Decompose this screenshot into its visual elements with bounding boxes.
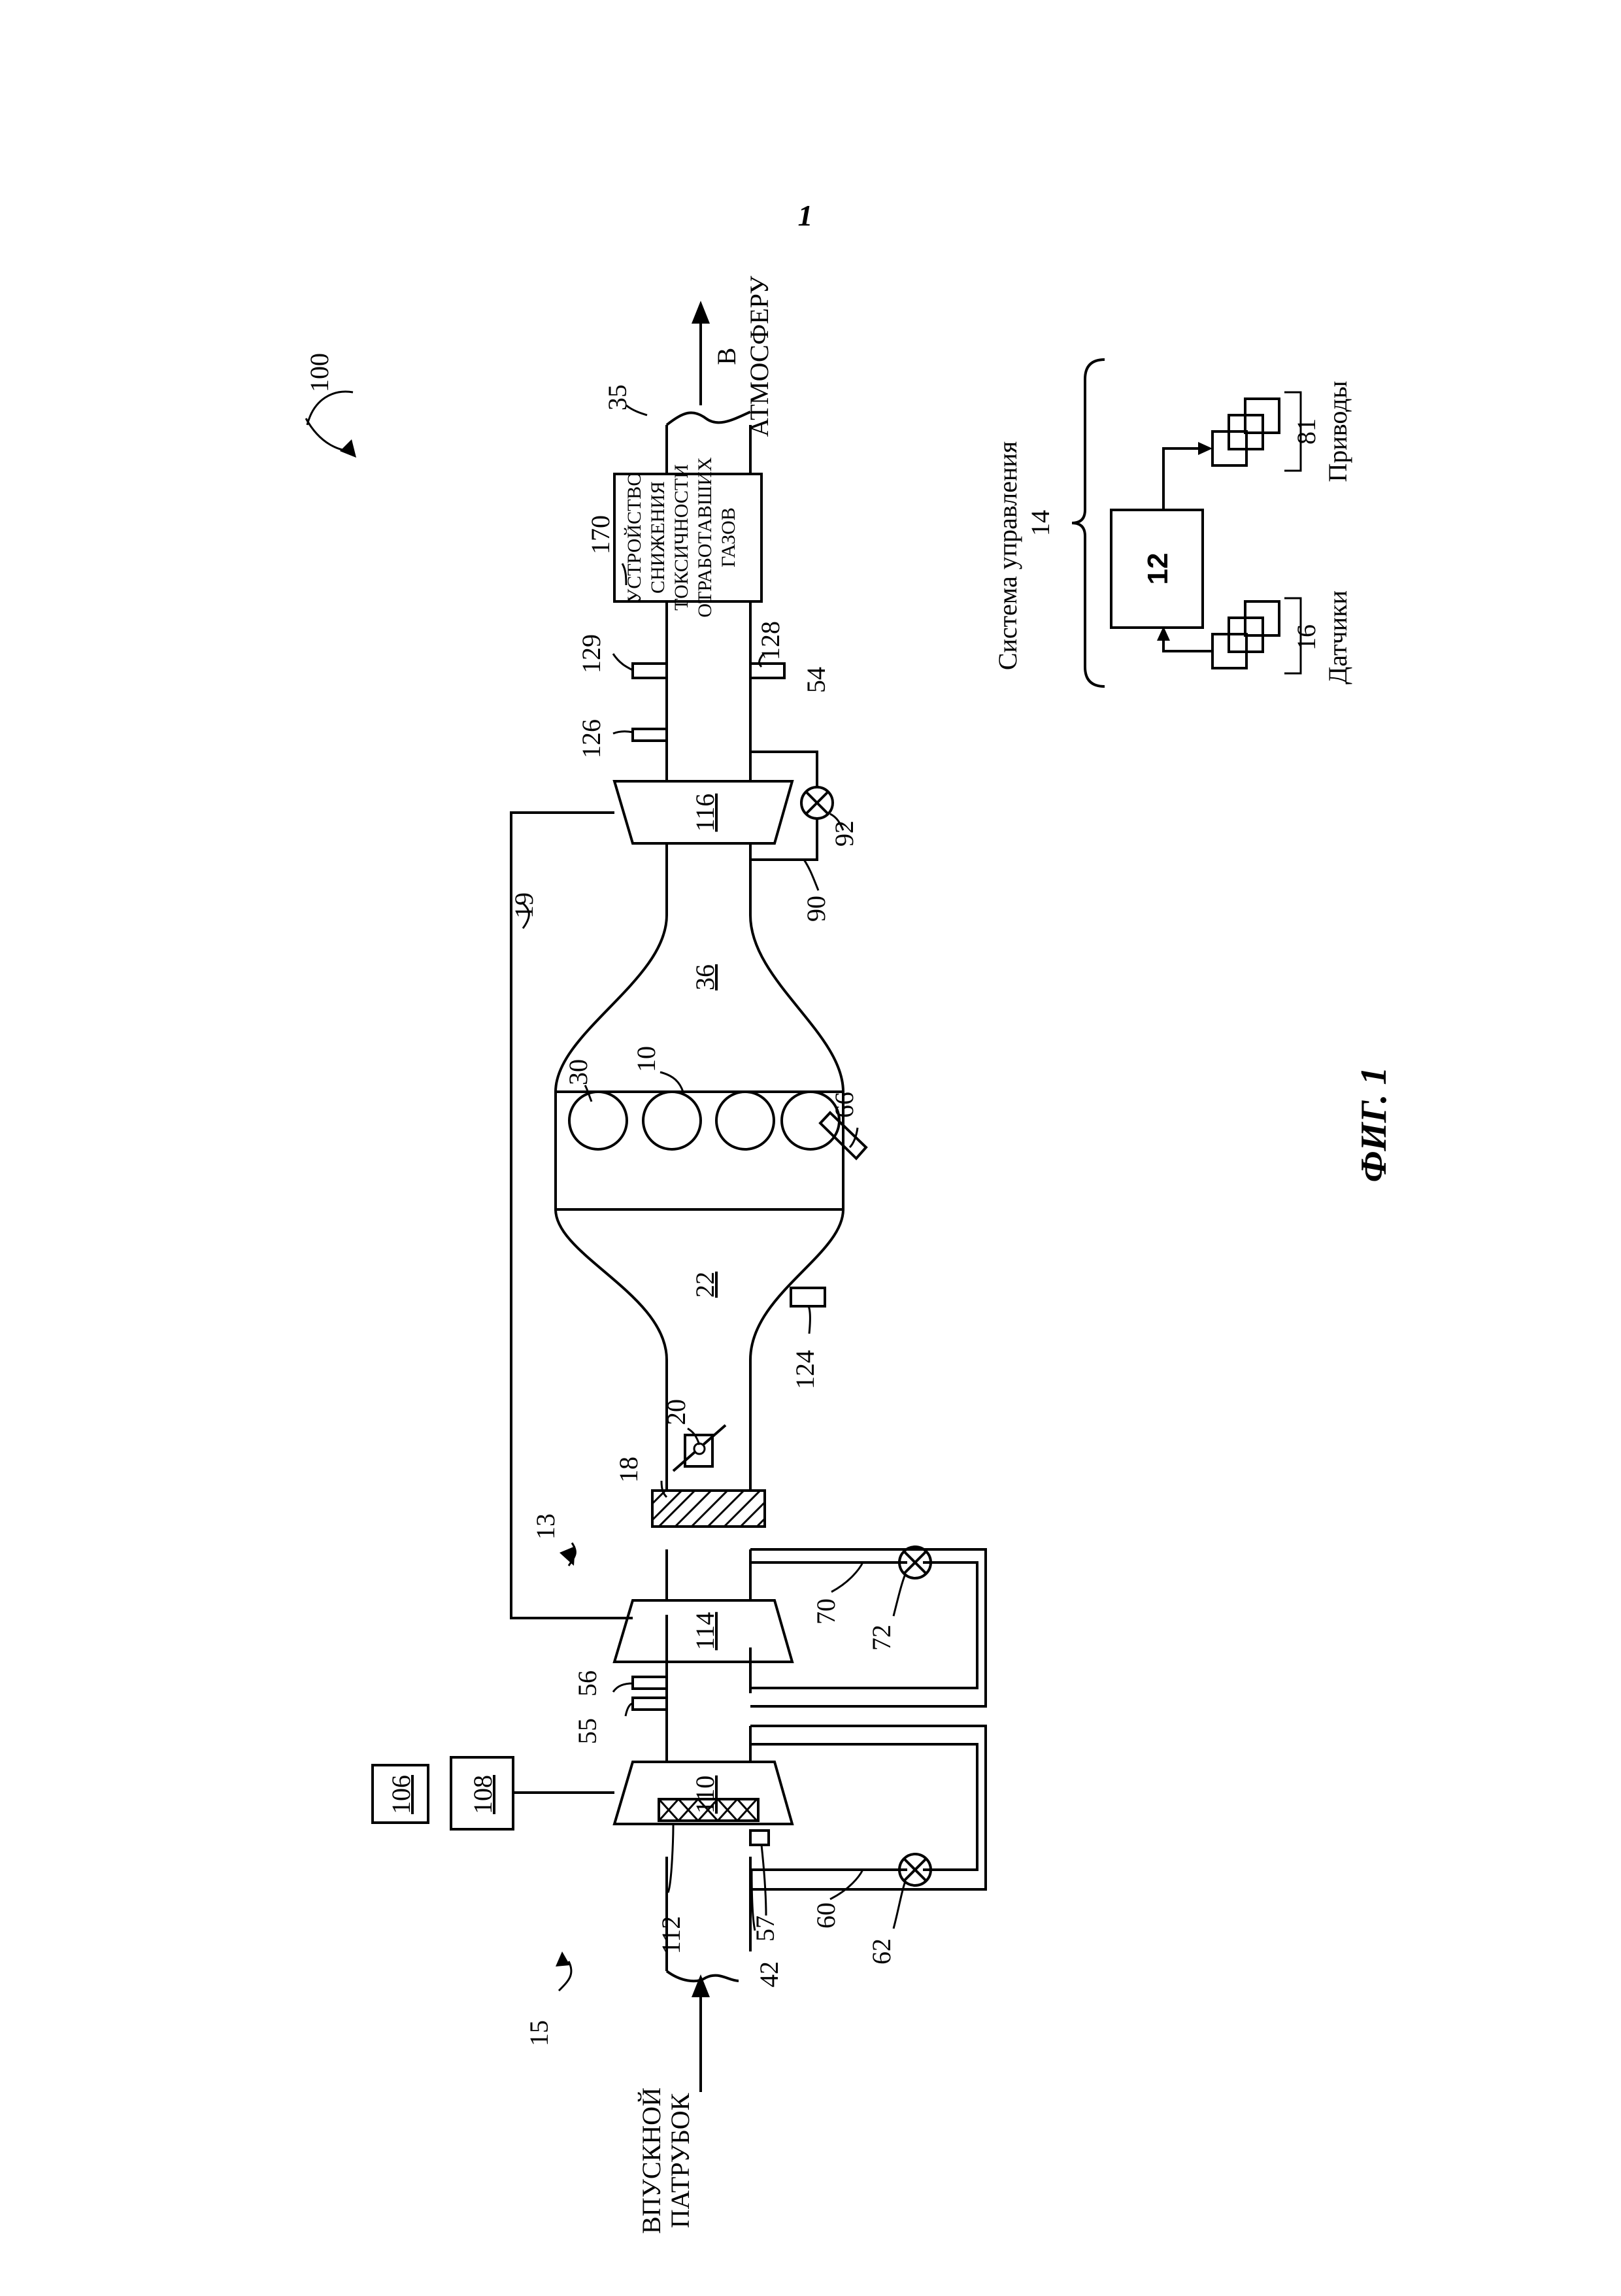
ref-56: 56	[573, 1670, 602, 1697]
ref-60: 60	[811, 1902, 841, 1929]
ref-108: 108	[468, 1775, 497, 1814]
sensor-56	[633, 1698, 667, 1710]
ref-66: 66	[829, 1092, 859, 1118]
control-system-label: Система управления	[993, 441, 1022, 670]
ref-20: 20	[661, 1399, 691, 1425]
svg-text:ПАТРУБОК: ПАТРУБОК	[665, 2093, 695, 2228]
sensors-to-controller	[1163, 637, 1212, 651]
ref-57: 57	[750, 1916, 780, 1942]
sensor-129	[633, 664, 667, 678]
ref-100: 100	[305, 353, 334, 392]
exhaust-manifold-right	[750, 843, 843, 1092]
ref-36: 36	[690, 964, 720, 990]
ref-126: 126	[577, 719, 606, 758]
sensor-55	[633, 1677, 667, 1689]
ref-12: 12	[1142, 553, 1174, 585]
ref-55: 55	[573, 1718, 602, 1744]
ref-124: 124	[790, 1350, 820, 1389]
ref-16: 16	[1292, 624, 1321, 650]
ref-114: 114	[690, 1612, 720, 1651]
actuators-81	[1212, 399, 1279, 465]
ref-30: 30	[563, 1059, 593, 1085]
ref-13: 13	[531, 1513, 560, 1540]
ref-81: 81	[1292, 418, 1321, 445]
intake-manifold-left	[556, 1209, 667, 1360]
charge-air-cooler-18	[652, 1491, 765, 1527]
intake-arrow	[692, 1974, 710, 2092]
cylinder-1	[569, 1092, 627, 1149]
svg-text:В: В	[712, 348, 741, 365]
ref-110: 110	[690, 1776, 720, 1814]
sensors-16	[1212, 601, 1279, 668]
sensor-128	[750, 664, 784, 678]
shaft-19	[511, 813, 633, 1618]
bypass-60	[750, 1726, 986, 1889]
leader-lines	[306, 392, 905, 1991]
ref-170: 170	[586, 515, 615, 554]
throttle-20	[673, 1425, 726, 1471]
svg-text:Система управления: Система управления	[993, 441, 1022, 670]
ref-72: 72	[867, 1625, 896, 1651]
ref-106: 106	[386, 1775, 416, 1814]
cylinder-2	[643, 1092, 701, 1149]
valve-92	[801, 787, 833, 819]
ref-90: 90	[801, 896, 831, 922]
svg-text:СНИЖЕНИЯ: СНИЖЕНИЯ	[647, 481, 669, 594]
ref-128: 128	[756, 621, 785, 660]
svg-text:Приводы: Приводы	[1323, 381, 1352, 482]
reference-numerals: 100 15 13 19 106 108 110 112 57 42 55 56…	[305, 353, 1321, 2046]
atmosphere-label: В АТМОСФЕРУ	[712, 275, 774, 437]
svg-text:ГАЗОВ: ГАЗОВ	[718, 507, 739, 567]
sensor-57	[750, 1831, 769, 1845]
ref-15: 15	[524, 2020, 554, 2046]
emission-device-label: УСТРОЙСТВО СНИЖЕНИЯ ТОКСИЧНОСТИ ОТРАБОТА…	[624, 457, 739, 618]
cylinder-3	[716, 1092, 774, 1149]
ref-112: 112	[656, 1916, 686, 1955]
ref-92: 92	[829, 820, 859, 847]
actuators-label: Приводы	[1323, 381, 1352, 482]
page-number: 1	[798, 199, 813, 232]
svg-text:ТОКСИЧНОСТИ: ТОКСИЧНОСТИ	[671, 464, 692, 611]
ref-129: 129	[577, 634, 606, 673]
ref-42: 42	[754, 1961, 784, 1987]
svg-text:ОТРАБОТАВШИХ: ОТРАБОТАВШИХ	[694, 457, 716, 618]
ref-14: 14	[1026, 510, 1055, 536]
atmosphere-arrow	[692, 301, 710, 405]
intake-label: ВПУСКНОЙ ПАТРУБОК	[637, 2087, 695, 2234]
figure-caption: ФИГ. 1	[1354, 1067, 1394, 1183]
ref-19: 19	[509, 892, 539, 919]
controller-to-actuators	[1163, 448, 1201, 510]
svg-text:Датчики: Датчики	[1323, 590, 1352, 684]
sensors-label: Датчики	[1323, 590, 1352, 684]
ref-116: 116	[690, 794, 720, 832]
ref-70: 70	[811, 1598, 841, 1625]
ref-22: 22	[690, 1272, 720, 1298]
intake-manifold-right	[750, 1209, 843, 1360]
ref-10: 10	[631, 1046, 661, 1072]
ref-18: 18	[614, 1457, 643, 1483]
ref-35: 35	[603, 384, 632, 411]
ref-62: 62	[867, 1938, 896, 1965]
svg-text:ВПУСКНОЙ: ВПУСКНОЙ	[637, 2087, 666, 2234]
sensor-124	[791, 1288, 825, 1306]
svg-text:ФИГ. 1: ФИГ. 1	[1354, 1067, 1394, 1183]
sensor-126	[633, 729, 667, 741]
control-system-brace	[1072, 360, 1105, 686]
svg-text:АТМОСФЕРУ: АТМОСФЕРУ	[744, 275, 774, 437]
ref-54: 54	[801, 667, 831, 693]
